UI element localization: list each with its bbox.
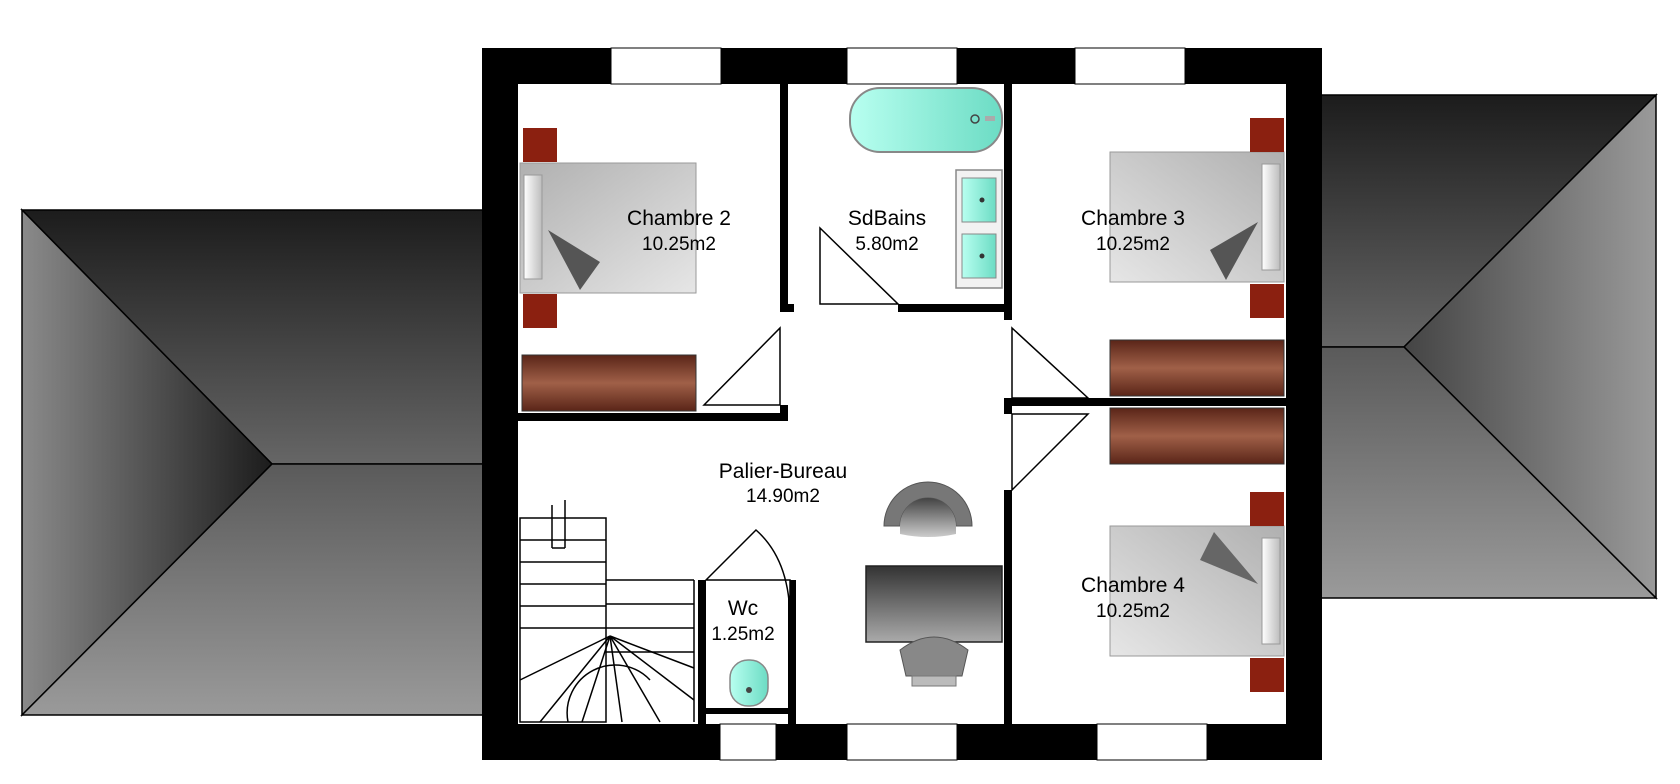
palier-area: 14.90m2 [746, 486, 820, 507]
roof-right [1315, 93, 1658, 600]
chambre4-name: Chambre 4 [1081, 574, 1185, 597]
toilet [729, 659, 769, 707]
chambre4-area: 10.25m2 [1096, 601, 1170, 622]
chambre2-furniture [519, 128, 697, 412]
palier-name: Palier-Bureau [719, 460, 847, 483]
bathroom-fixtures [849, 87, 1003, 289]
wc-name: Wc [728, 597, 758, 620]
sdbains-area: 5.80m2 [855, 234, 918, 255]
interior-walls [518, 84, 1286, 724]
wardrobes-right [1109, 339, 1285, 465]
chambre4-furniture [1109, 492, 1285, 692]
roof-left [20, 208, 485, 717]
door-swings [702, 226, 1090, 621]
chambre3-area: 10.25m2 [1096, 234, 1170, 255]
sdbains-name: SdBains [848, 207, 926, 230]
wc-area: 1.25m2 [711, 624, 774, 645]
chambre2-area: 10.25m2 [642, 234, 716, 255]
chambre3-name: Chambre 3 [1081, 207, 1185, 230]
chambre2-name: Chambre 2 [627, 207, 731, 230]
staircase [519, 500, 695, 723]
chambre3-furniture [1109, 118, 1285, 318]
office-furniture [865, 481, 1003, 687]
